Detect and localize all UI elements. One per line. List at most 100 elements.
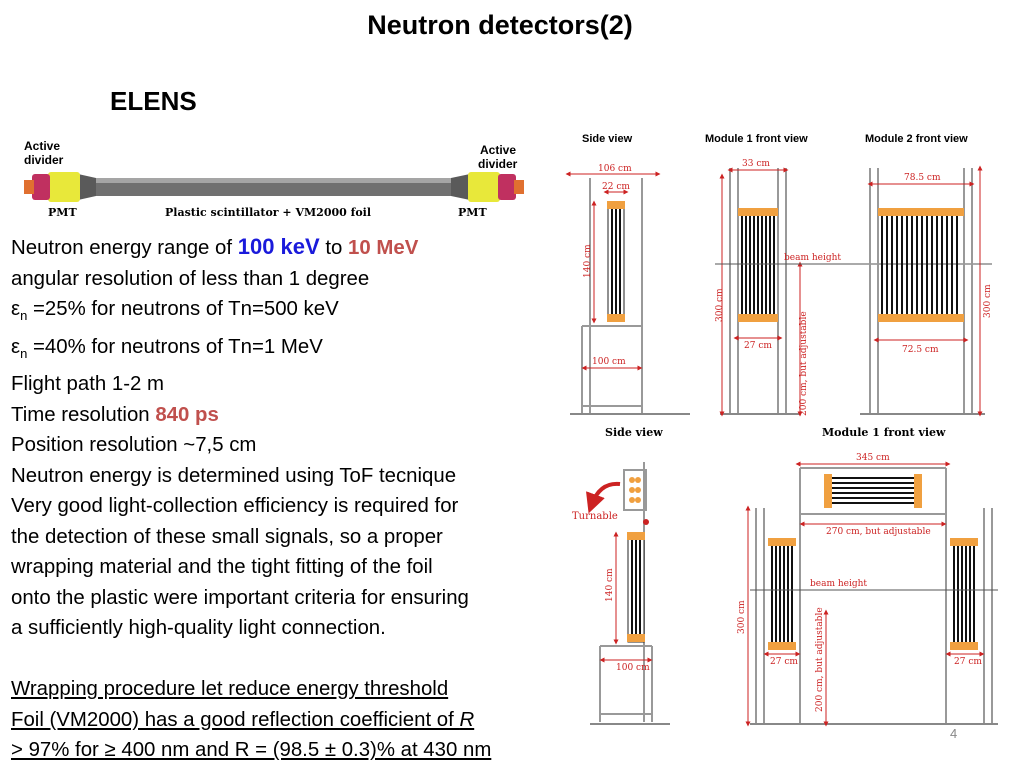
bottom-left-module-bars: [771, 544, 793, 644]
bottom-dim-100: 100 cm: [616, 663, 650, 673]
bottom-dim-27a: 27 cm: [770, 657, 798, 667]
line-tof: Neutron energy is determined using ToF t…: [11, 464, 457, 487]
page-number: 4: [950, 726, 958, 741]
top-module1-pmts: [738, 208, 778, 322]
left-divider-cap: [32, 174, 50, 200]
top-side-view-label: Side view: [582, 133, 633, 145]
right-taper: [451, 174, 470, 200]
top-module1-bars: [741, 214, 775, 316]
bottom-side-pmts: [627, 532, 645, 642]
line-wrapping: Wrapping procedure let reduce energy thr…: [11, 678, 449, 701]
bottom-beam-height: beam height: [810, 579, 867, 589]
italic-r: R: [459, 708, 475, 731]
bottom-dim-140: 140 cm: [605, 568, 615, 602]
text-segment: Time resolution: [11, 403, 156, 426]
diagram-top: Side view Module 1 front view Module 2 f…: [565, 133, 993, 417]
top-beam-height: beam height: [784, 253, 841, 263]
turnable-arrow-icon: [586, 481, 621, 514]
right-pmt-label: PMT: [458, 206, 487, 219]
top-module2-bars: [881, 214, 958, 316]
top-dim-33: 33 cm: [742, 159, 770, 169]
bar-label: Plastic scintillator + VM2000 foil: [165, 206, 371, 219]
bottom-dim-345: 345 cm: [856, 453, 890, 463]
bottom-pivot-dot: [643, 519, 649, 525]
line-eff-500: εn =25% for neutrons of Tn=500 keV: [11, 294, 556, 332]
bottom-side-dims: [599, 531, 653, 663]
energy-min: 100 keV: [237, 234, 320, 259]
spacer: [11, 644, 556, 675]
left-pmt-body: [48, 172, 80, 202]
bottom-side-view-label: Side view: [605, 426, 663, 439]
bottom-adjustable: 200 cm, but adjustable: [815, 607, 825, 712]
top-dim-140: 140 cm: [583, 244, 593, 278]
line-light-4: onto the plastic were important criteria…: [11, 586, 469, 609]
top-dim-785: 78.5 cm: [904, 173, 941, 183]
slide-subtitle: ELENS: [110, 86, 197, 116]
detector-image: Active divider Active divider PMT Plasti…: [24, 139, 524, 219]
text-segment: Neutron energy range of: [11, 237, 238, 259]
bottom-right-module-bars: [953, 544, 975, 644]
top-dim-300a: 300 cm: [715, 288, 725, 322]
left-divider-label-2: divider: [24, 153, 64, 167]
text-segment: Foil (VM2000) has a good reflection coef…: [11, 708, 460, 731]
bottom-right-module-pmts: [950, 538, 978, 650]
bottom-dim-300: 300 cm: [737, 600, 747, 634]
right-divider-cap: [498, 174, 516, 200]
bottom-left-module-pmts: [768, 538, 796, 650]
right-divider-label: Active: [480, 143, 516, 157]
text-segment: to: [319, 237, 349, 259]
subscript-n: n: [20, 308, 28, 324]
line-foil: Foil (VM2000) has a good reflection coef…: [11, 705, 556, 736]
text-segment: =25% for neutrons of Tn=500 keV: [27, 298, 339, 320]
line-flight-path: Flight path 1-2 m: [11, 373, 164, 396]
left-pmt-label: PMT: [48, 206, 77, 219]
top-dim-300b: 300 cm: [983, 284, 993, 318]
line-position-res: Position resolution ~7,5 cm: [11, 434, 257, 457]
right-end-cap: [514, 180, 524, 194]
top-module2-pmts: [878, 208, 964, 322]
top-module1-label: Module 1 front view: [705, 133, 808, 145]
left-end-cap: [24, 180, 34, 194]
line-reflection: > 97% for ≥ 400 nm and R = (98.5 ± 0.3)%…: [11, 739, 492, 762]
epsilon: ε: [11, 335, 21, 358]
line-time-res: Time resolution 840 ps: [11, 400, 556, 431]
bottom-front-dims: [745, 461, 985, 727]
top-side-pmts: [607, 201, 625, 322]
bottom-side-turnable-pmts: [629, 477, 641, 503]
line-light-5: a sufficiently high-quality light connec…: [11, 617, 386, 640]
energy-max: 10 MeV: [348, 237, 419, 259]
top-dim-725: 72.5 cm: [902, 345, 939, 355]
bottom-top-module-pmts: [824, 474, 922, 508]
top-side-bars: [611, 208, 621, 316]
line-angular: angular resolution of less than 1 degree: [11, 267, 370, 290]
bottom-side-bars: [631, 538, 641, 638]
line-eff-1mev: εn =40% for neutrons of Tn=1 MeV: [11, 332, 556, 370]
diagram-bottom: Side view Module 1 front view Turnable 1…: [572, 426, 998, 727]
bottom-turnable: Turnable: [572, 511, 618, 522]
top-dim-100: 100 cm: [592, 357, 626, 367]
top-dim-22: 22 cm: [602, 182, 630, 192]
top-module2-dims: [867, 165, 983, 417]
top-module1-frame: [720, 168, 800, 415]
bottom-module1-label: Module 1 front view: [822, 426, 946, 439]
line-light-1: Very good light-collection efficiency is…: [11, 495, 459, 518]
epsilon: ε: [11, 298, 21, 320]
left-taper: [78, 174, 96, 200]
top-dim-27: 27 cm: [744, 341, 772, 351]
bottom-front-frame: [750, 467, 998, 725]
bottom-dim-270: 270 cm, but adjustable: [826, 527, 931, 537]
top-side-dims: [565, 171, 661, 371]
time-res-value: 840 ps: [155, 403, 219, 426]
top-adjustable: 200 cm, but adjustable: [799, 311, 809, 416]
line-light-3: wrapping material and the tight fitting …: [11, 556, 433, 579]
top-module2-label: Module 2 front view: [865, 133, 968, 145]
top-side-view: [570, 178, 690, 415]
line-energy-range: Neutron energy range of 100 keV to 10 Me…: [11, 232, 556, 264]
bottom-dim-27b: 27 cm: [954, 657, 982, 667]
top-module1-dims: [719, 167, 803, 417]
bottom-top-module-bars: [832, 477, 914, 504]
right-divider-label-2: divider: [478, 157, 518, 171]
scintillator-highlight: [96, 178, 451, 183]
subscript-n: n: [20, 345, 28, 361]
slide-title: Neutron detectors(2): [367, 10, 633, 40]
